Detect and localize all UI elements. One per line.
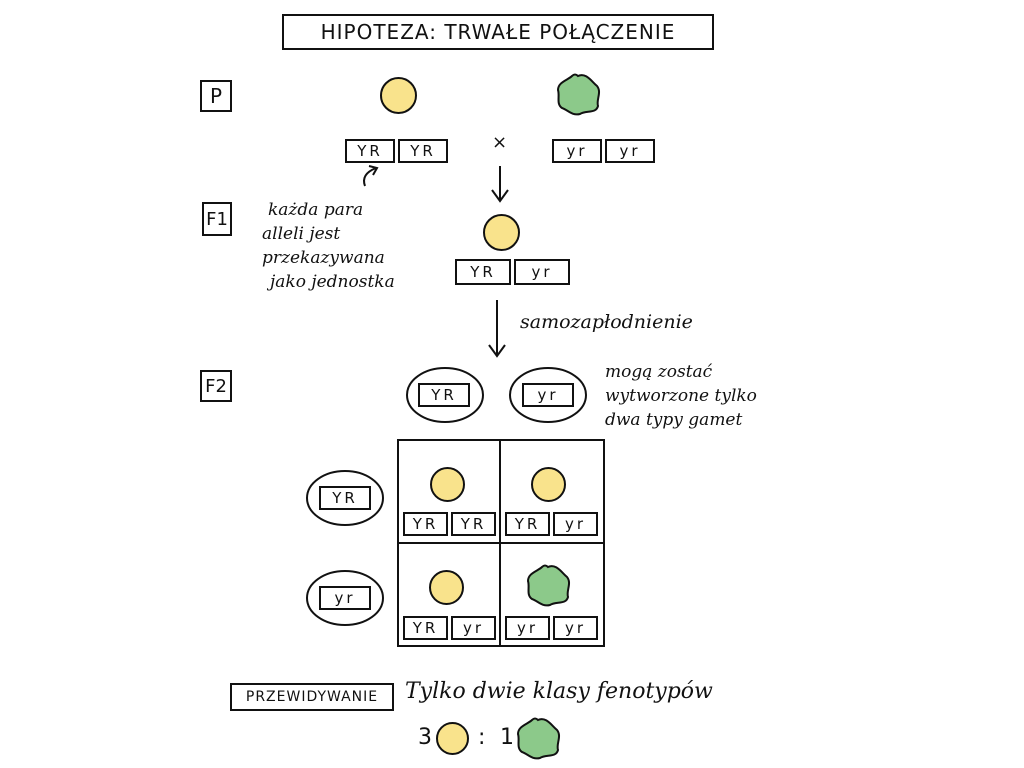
note-line: przekazywana <box>262 248 385 268</box>
green-pea-parent <box>557 73 601 116</box>
gamete-ellipse <box>406 367 484 423</box>
allele-pair: yr <box>514 259 570 285</box>
note-line: jako jednostka <box>270 272 395 292</box>
allele-pair: YR <box>403 512 448 536</box>
allele-pair: YR <box>451 512 496 536</box>
allele-pair: yr <box>553 616 598 640</box>
cross-symbol: × <box>492 132 508 153</box>
arrow-to-f1 <box>491 166 509 203</box>
generation-f2-label: F2 <box>200 370 232 402</box>
note-line: alleli jest <box>262 224 341 244</box>
allele-pair: yr <box>552 139 602 163</box>
allele-pair: yr <box>553 512 598 536</box>
note-line: dwa typy gamet <box>605 410 743 430</box>
note-line: mogą zostać <box>605 362 713 382</box>
note-line: wytworzone tylko <box>605 386 757 406</box>
gamete-ellipse <box>306 570 384 626</box>
ratio-separator: : <box>478 725 486 750</box>
parent-right-genotype: yr yr <box>552 139 655 163</box>
prediction-text: Tylko dwie klasy fenotypów <box>405 679 713 704</box>
self-fertilization-label: samozapłodnienie <box>520 311 693 333</box>
gametes-note: mogą zostać wytworzone tylko dwa typy ga… <box>605 360 757 432</box>
punnett-cell-genotype: YR YR <box>403 512 496 536</box>
gamete-left-2: yr <box>319 586 371 610</box>
hypothesis-title: HIPOTEZA: TRWAŁE POŁĄCZENIE <box>282 14 714 50</box>
gamete-top-1: YR <box>418 383 470 407</box>
yellow-pea-cell <box>531 467 566 502</box>
allele-pair: YR <box>398 139 448 163</box>
allele-pair: YR <box>455 259 511 285</box>
gamete-top-2: yr <box>522 383 574 407</box>
generation-f1-label: F1 <box>202 202 232 236</box>
yellow-pea-cell <box>429 570 464 605</box>
allele-pair: YR <box>505 512 550 536</box>
f1-note: każda para alleli jest przekazywana jako… <box>262 198 395 294</box>
allele-pair: yr <box>605 139 655 163</box>
green-pea-cell <box>527 564 571 607</box>
note-line: każda para <box>268 200 364 220</box>
allele-pair: yr <box>505 616 550 640</box>
gamete-ellipse <box>509 367 587 423</box>
yellow-pea-cell <box>430 467 465 502</box>
prediction-label: PRZEWIDYWANIE <box>230 683 394 711</box>
yellow-pea-f1 <box>483 214 520 251</box>
parent-left-genotype: YR YR <box>345 139 448 163</box>
yellow-pea-parent <box>380 77 417 114</box>
curved-arrow <box>363 165 379 187</box>
gamete-left-1: YR <box>319 486 371 510</box>
punnett-cell-genotype: yr yr <box>505 616 598 640</box>
punnett-cell-genotype: YR yr <box>505 512 598 536</box>
ratio-right: 1 <box>500 725 514 750</box>
generation-p-label: P <box>200 80 232 112</box>
green-pea-ratio <box>517 717 561 760</box>
ratio-left: 3 <box>418 725 432 750</box>
f1-genotype: YR yr <box>455 259 570 285</box>
punnett-cell-genotype: YR yr <box>403 616 496 640</box>
arrow-to-f2 <box>488 300 506 358</box>
allele-pair: YR <box>403 616 448 640</box>
gamete-ellipse <box>306 470 384 526</box>
allele-pair: YR <box>345 139 395 163</box>
allele-pair: yr <box>451 616 496 640</box>
yellow-pea-ratio <box>436 722 469 755</box>
